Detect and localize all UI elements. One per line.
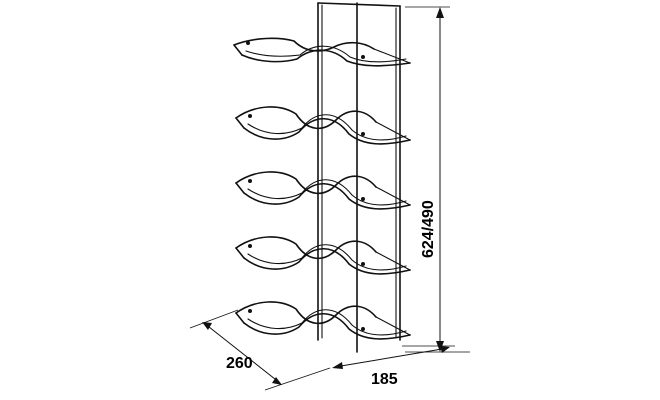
shelf-back-wire <box>235 236 377 260</box>
shelf-side-wire <box>235 117 245 129</box>
shelf-front-wire <box>243 248 411 275</box>
wine-shelves <box>233 37 411 340</box>
shelf-back-wire <box>233 37 375 52</box>
shelf-side-wire <box>235 247 245 259</box>
height-dimension: 624/490 <box>405 6 470 353</box>
depth-dimension: 260 <box>189 309 331 391</box>
frame-uprights <box>317 2 401 353</box>
shelf-inner-wire <box>245 45 407 63</box>
height-arrow-top <box>436 7 444 18</box>
depth-arrow-front <box>272 377 282 385</box>
shelf-inner-wire <box>247 179 407 206</box>
shelf-lug <box>361 197 365 201</box>
shelf-lug <box>361 262 365 266</box>
height-label: 624/490 <box>420 200 437 258</box>
shelf-side-wire <box>375 251 411 271</box>
shelf-lug <box>361 327 365 331</box>
shelf-lug <box>361 55 365 59</box>
width-arrow-left <box>332 362 343 369</box>
shelf-back-wire <box>235 301 377 325</box>
shelf-front-wire <box>243 118 411 145</box>
shelf-side-wire <box>375 121 411 141</box>
shelf-front-wire <box>241 49 411 67</box>
shelf-inner-wire <box>247 114 407 141</box>
shelf-side-wire <box>235 182 245 194</box>
height-arrow-bottom <box>436 341 444 352</box>
depth-arrow-back <box>202 322 212 330</box>
shelf-inner-wire <box>247 309 407 336</box>
shelf-lug <box>248 309 252 313</box>
depth-label: 260 <box>226 355 253 372</box>
width-dimension: 185 <box>332 345 455 388</box>
shelf-inner-wire <box>247 244 407 271</box>
shelf-lug <box>361 132 365 136</box>
width-label: 185 <box>371 371 398 388</box>
shelf-side-wire <box>235 312 245 324</box>
shelf-back-wire <box>235 171 377 195</box>
shelf-front-wire <box>243 313 411 340</box>
shelf-lug <box>248 244 252 248</box>
shelf-side-wire <box>375 186 411 206</box>
shelf-side-wire <box>375 316 411 336</box>
shelf-side-wire <box>233 44 243 56</box>
width-arrow-right <box>440 346 450 353</box>
shelf-lug <box>246 41 250 45</box>
shelf-lug <box>248 179 252 183</box>
shelf-lug <box>248 114 252 118</box>
shelf-back-wire <box>235 106 377 130</box>
shelf-side-wire <box>373 48 411 64</box>
shelf-front-wire <box>243 183 411 210</box>
